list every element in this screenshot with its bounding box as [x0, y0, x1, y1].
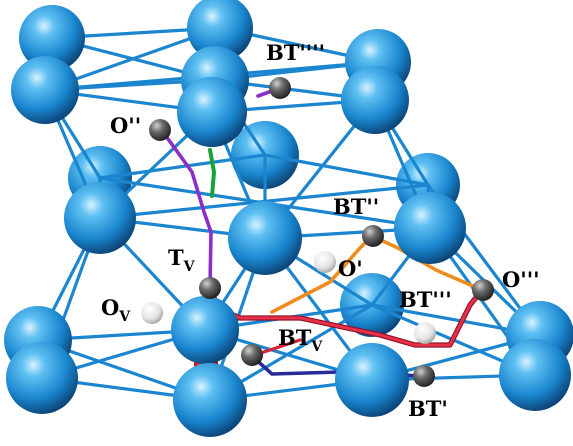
label-btv: BTV — [278, 325, 323, 355]
site-btv — [241, 344, 263, 366]
site-o2 — [149, 119, 171, 141]
label-tv: TV — [168, 245, 196, 275]
atom-mid-2 — [394, 192, 466, 264]
label-btv-sub: V — [310, 339, 323, 355]
label-o3: O''' — [502, 267, 540, 292]
label-bt1: BT' — [408, 396, 448, 421]
label-bt4: BT'''' — [266, 40, 325, 65]
atom-bot-4 — [6, 342, 78, 414]
atom-bot-7 — [499, 339, 571, 411]
gray-sites — [149, 77, 494, 387]
site-o3 — [472, 279, 494, 301]
label-bt2: BT'' — [333, 194, 379, 219]
label-btv-main: BT — [278, 325, 312, 350]
label-ov: OV — [101, 295, 131, 325]
front-atoms — [4, 0, 573, 437]
label-o2: O'' — [110, 113, 141, 138]
atom-mid-3 — [228, 201, 302, 275]
label-o1: O' — [338, 256, 363, 281]
label-ov-main: O — [101, 295, 119, 320]
atom-top-1 — [19, 5, 85, 71]
atom-bot-6 — [335, 343, 409, 417]
label-tv-sub: V — [183, 259, 196, 275]
atom-top-2 — [187, 0, 253, 61]
atom-top-6 — [341, 66, 409, 134]
site-bt4 — [269, 77, 291, 99]
site-tv — [199, 277, 221, 299]
atom-top-7 — [177, 77, 247, 147]
site-bt1 — [413, 365, 435, 387]
atom-top-4 — [11, 56, 79, 124]
atom-bot-2 — [171, 296, 239, 364]
site-o1 — [314, 251, 336, 273]
site-ov — [141, 302, 163, 324]
label-bt3: BT''' — [399, 287, 452, 312]
site-o3-white — [414, 322, 436, 344]
label-tv-main: T — [168, 245, 184, 270]
labels: BT'''' O'' BT'' TV O' O''' OV BT''' BTV … — [101, 40, 540, 421]
path-purple-o2-tv — [161, 130, 213, 289]
path-green — [208, 148, 216, 198]
atom-bot-5 — [173, 363, 247, 437]
label-ov-sub: V — [118, 309, 131, 325]
site-bt2 — [362, 225, 384, 247]
atom-mid-1 — [64, 182, 136, 254]
